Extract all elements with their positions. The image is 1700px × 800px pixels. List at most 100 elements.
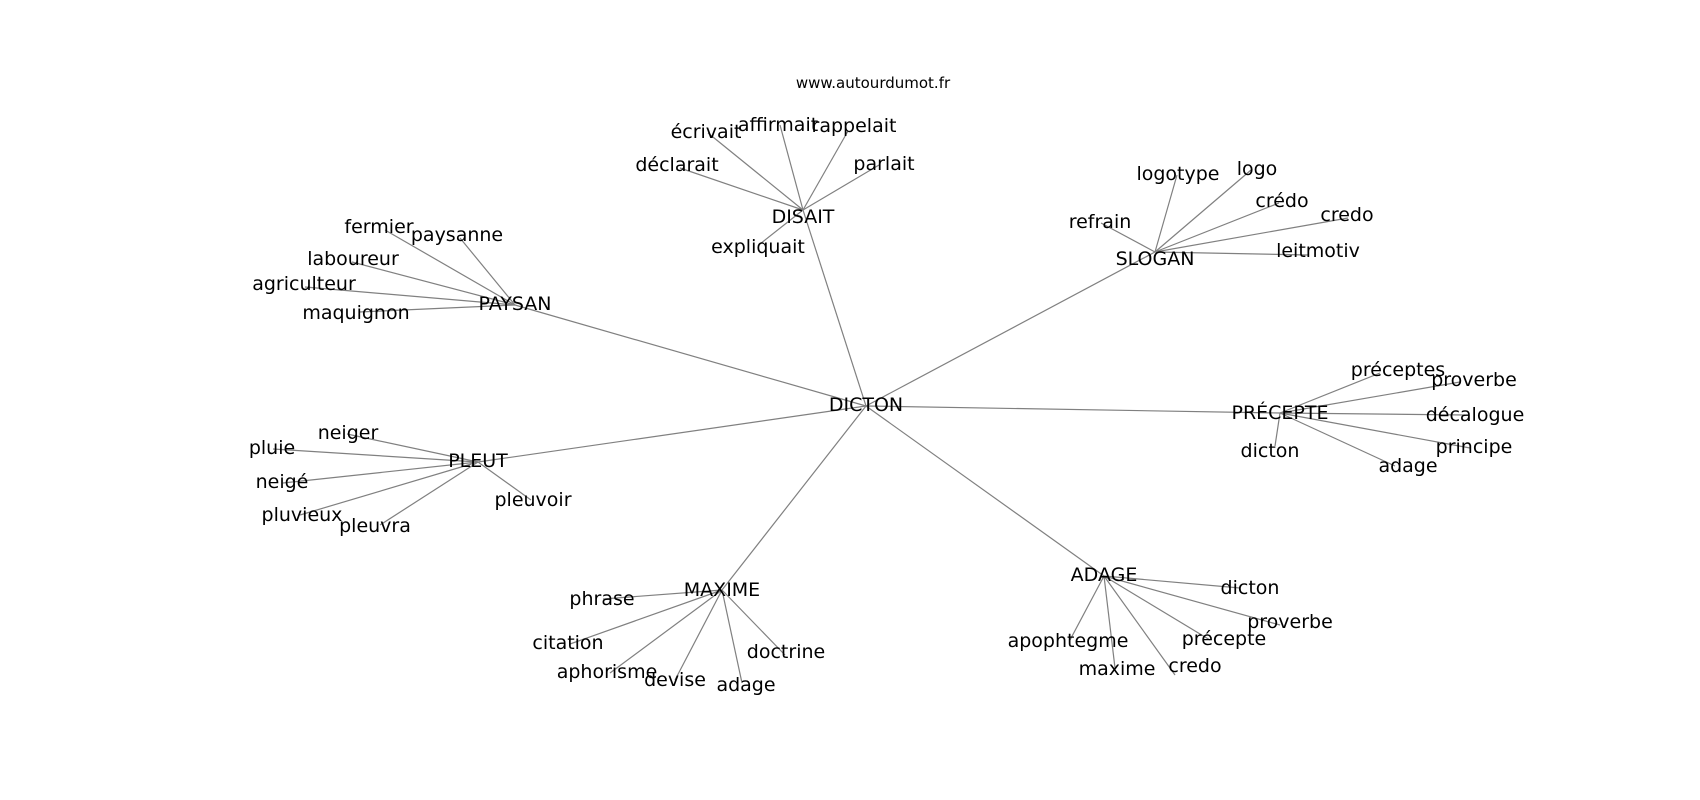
word-node: maquignon (302, 302, 409, 324)
word-node: pleuvra (339, 515, 411, 537)
word-node: laboureur (307, 248, 399, 270)
word-node: adage (1378, 455, 1437, 477)
word-node: agriculteur (252, 273, 356, 295)
edge-paysan-word (384, 229, 516, 306)
word-node: dicton (1221, 577, 1280, 599)
edge-adage-word (1103, 575, 1281, 626)
edge-slogan-word (1154, 174, 1178, 253)
word-node: pleuvoir (494, 489, 571, 511)
word-node: expliquait (711, 236, 805, 258)
word-node: doctrine (747, 641, 825, 663)
word-node: parlait (853, 153, 914, 175)
word-node: fermier (344, 216, 413, 238)
edge-precepte-word (1279, 412, 1466, 416)
word-node: affirmait (738, 114, 818, 136)
edge-maxime-word (569, 589, 723, 645)
edge-paysan-word (459, 237, 516, 306)
graph-edges (272, 124, 1471, 684)
word-node: pluie (249, 437, 295, 459)
hub-node-maxime: MAXIME (684, 579, 760, 601)
edge-adage-word (1103, 575, 1211, 641)
hub-node-paysan: PAYSAN (479, 293, 552, 315)
word-node: phrase (569, 588, 634, 610)
edge-pleut-word (282, 461, 479, 484)
edge-adage-word (1103, 575, 1241, 589)
edge-slogan-word (1100, 222, 1156, 253)
edge-maxime-word (609, 589, 723, 674)
source-url: www.autourdumot.fr (796, 74, 951, 92)
word-node: devise (644, 669, 706, 691)
word-node: refrain (1069, 211, 1132, 233)
edge-maxime-word (674, 589, 723, 681)
edge-maxime-word (602, 589, 723, 600)
edge-precepte-word (1279, 372, 1381, 414)
edge-slogan-word (1154, 217, 1349, 253)
edge-disait-word (802, 130, 849, 211)
word-node: déclarait (635, 154, 718, 176)
edge-maxime-word (721, 589, 743, 684)
word-node: credo (1320, 204, 1373, 226)
edge-disait-word (759, 209, 804, 245)
word-node: credo (1168, 655, 1221, 677)
word-node: adage (716, 674, 775, 696)
hub-node-adage: ADAGE (1071, 564, 1138, 586)
edge-center-adage (865, 405, 1105, 577)
edge-paysan-word (358, 304, 516, 313)
word-node: logo (1237, 158, 1278, 180)
word-node: proverbe (1431, 369, 1517, 391)
edge-disait-word (679, 167, 804, 211)
word-node: neiger (318, 422, 379, 444)
word-node: écrivait (671, 121, 742, 143)
edge-disait-word (779, 124, 804, 211)
word-node: pluvieux (262, 504, 343, 526)
edge-pleut-word (379, 461, 479, 526)
edge-center-pleut (477, 405, 867, 463)
edge-center-maxime (721, 405, 867, 591)
edge-slogan-word (1154, 202, 1280, 253)
edge-pleut-word (346, 433, 479, 463)
edge-precepte-word (1274, 412, 1281, 447)
center-node-label: DICTON (829, 394, 903, 416)
hub-node-precepte: PRÉCEPTE (1231, 401, 1328, 424)
edge-disait-word (802, 164, 880, 211)
edge-paysan-word (351, 261, 516, 306)
edge-pleut-word (477, 461, 532, 501)
edge-center-precepte (865, 405, 1281, 414)
edge-precepte-word (1279, 381, 1461, 414)
word-node: principe (1436, 436, 1513, 458)
word-node: logotype (1136, 163, 1219, 185)
word-node: précepte (1182, 628, 1266, 650)
edge-slogan-word (1154, 169, 1252, 253)
word-node: leitmotiv (1276, 240, 1360, 262)
edge-maxime-word (721, 589, 786, 656)
word-node: paysanne (411, 224, 503, 246)
word-node: maxime (1079, 658, 1156, 680)
word-node: aphorisme (557, 661, 658, 683)
word-node: préceptes (1351, 359, 1445, 381)
word-node: apophtegme (1008, 630, 1129, 652)
word-node: rappelait (812, 115, 897, 137)
word-node: dicton (1241, 440, 1300, 462)
word-node: neigé (256, 471, 309, 493)
edge-adage-word (1103, 575, 1116, 669)
hub-node-pleut: PLEUT (448, 450, 508, 472)
edge-precepte-word (1279, 412, 1396, 467)
edge-adage-word (1103, 575, 1176, 676)
hub-node-slogan: SLOGAN (1116, 248, 1195, 270)
edge-pleut-word (299, 461, 479, 516)
word-node: proverbe (1247, 611, 1333, 633)
edge-center-paysan (514, 304, 867, 407)
word-node: citation (532, 632, 603, 654)
edge-paysan-word (304, 286, 516, 306)
edge-center-disait (802, 209, 867, 407)
hub-node-disait: DISAIT (772, 206, 835, 228)
word-node: décalogue (1426, 404, 1525, 426)
edge-adage-word (1069, 575, 1105, 641)
edge-center-slogan (865, 251, 1156, 407)
edge-pleut-word (272, 448, 479, 463)
word-node: crédo (1255, 190, 1308, 212)
edge-disait-word (707, 132, 804, 211)
edge-precepte-word (1279, 412, 1471, 449)
